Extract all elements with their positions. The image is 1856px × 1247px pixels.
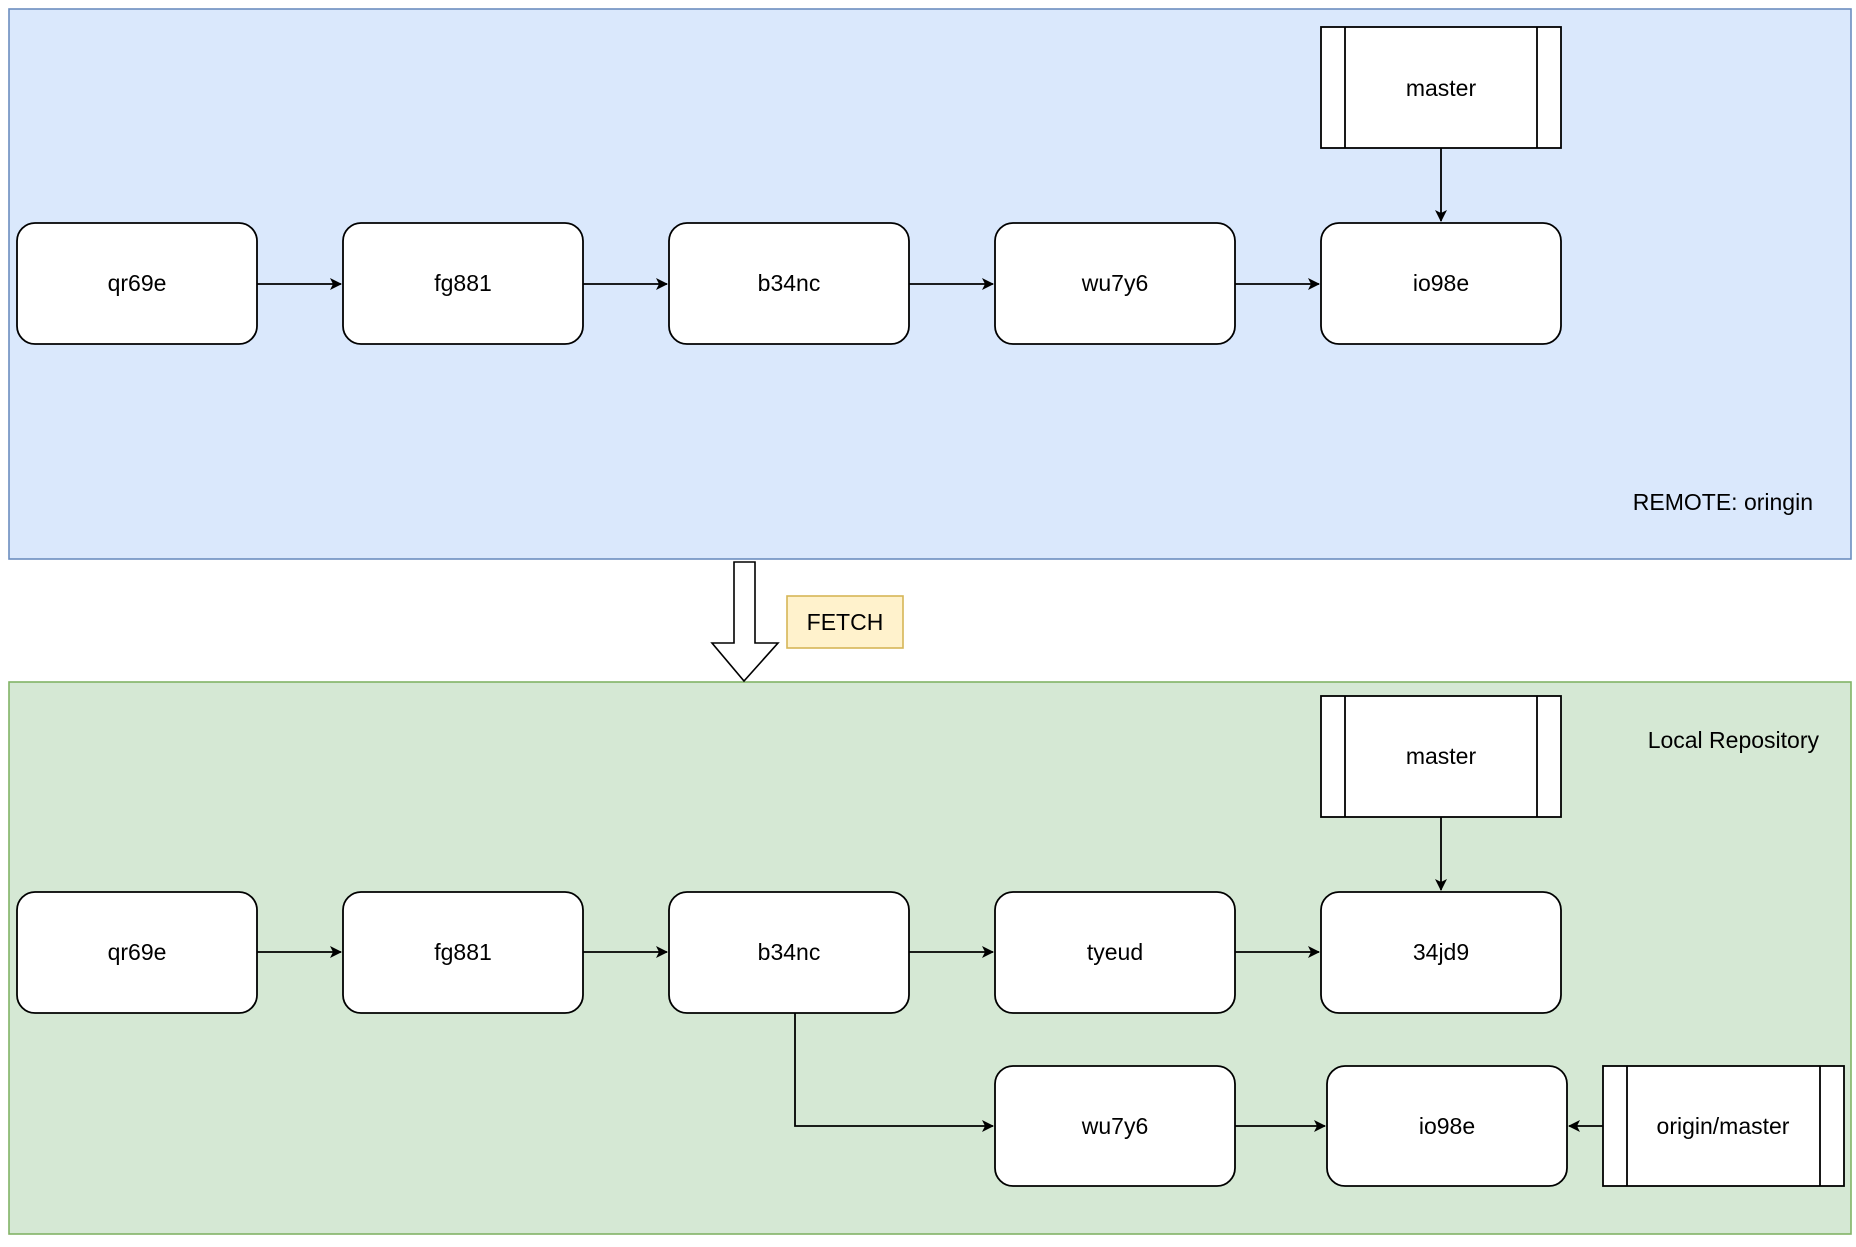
- commit-label: fg881: [434, 270, 492, 296]
- remote-commit-fg881[interactable]: fg881: [342, 222, 584, 345]
- commit-label: io98e: [1413, 270, 1469, 296]
- commit-label: wu7y6: [1081, 1113, 1148, 1139]
- local-commit-tyeud[interactable]: tyeud: [994, 891, 1236, 1014]
- commit-label: qr69e: [108, 270, 167, 296]
- remote-commit-wu7y6[interactable]: wu7y6: [994, 222, 1236, 345]
- commit-label: b34nc: [758, 939, 821, 965]
- local-commit-34jd9[interactable]: 34jd9: [1320, 891, 1562, 1014]
- origin-master-branch[interactable]: origin/master: [1602, 1065, 1845, 1187]
- commit-label: qr69e: [108, 939, 167, 965]
- remote-master-branch[interactable]: master: [1320, 26, 1562, 149]
- local-commit-wu7y6[interactable]: wu7y6: [994, 1065, 1236, 1187]
- local-edge-b34nc-wu7y6: [794, 1013, 994, 1132]
- local-master-branch[interactable]: master: [1320, 695, 1562, 818]
- origin-master-label: origin/master: [1657, 1113, 1790, 1139]
- remote-commit-b34nc[interactable]: b34nc: [668, 222, 910, 345]
- local-commit-fg881[interactable]: fg881: [342, 891, 584, 1014]
- local-master-label: master: [1406, 743, 1477, 769]
- commit-label: tyeud: [1087, 939, 1143, 965]
- commit-label: io98e: [1419, 1113, 1475, 1139]
- local-commit-io98e[interactable]: io98e: [1326, 1065, 1568, 1187]
- fetch-label: FETCH: [807, 609, 884, 635]
- commit-label: 34jd9: [1413, 939, 1469, 965]
- local-label: Local Repository: [1648, 727, 1820, 753]
- commit-label: wu7y6: [1081, 270, 1148, 296]
- fetch-arrow-group: FETCH: [710, 561, 904, 683]
- local-region: Local Repository: [8, 681, 1852, 1235]
- remote-commit-io98e[interactable]: io98e: [1320, 222, 1562, 345]
- commit-label: fg881: [434, 939, 492, 965]
- remote-master-label: master: [1406, 75, 1477, 101]
- local-commit-qr69e[interactable]: qr69e: [16, 891, 258, 1014]
- fetch-arrow: [710, 561, 780, 683]
- remote-label: REMOTE: oringin: [1633, 489, 1813, 515]
- local-commit-b34nc[interactable]: b34nc: [668, 891, 910, 1014]
- remote-commit-qr69e[interactable]: qr69e: [16, 222, 258, 345]
- commit-label: b34nc: [758, 270, 821, 296]
- fetch-label-box: [786, 595, 904, 649]
- local-container: [8, 681, 1852, 1235]
